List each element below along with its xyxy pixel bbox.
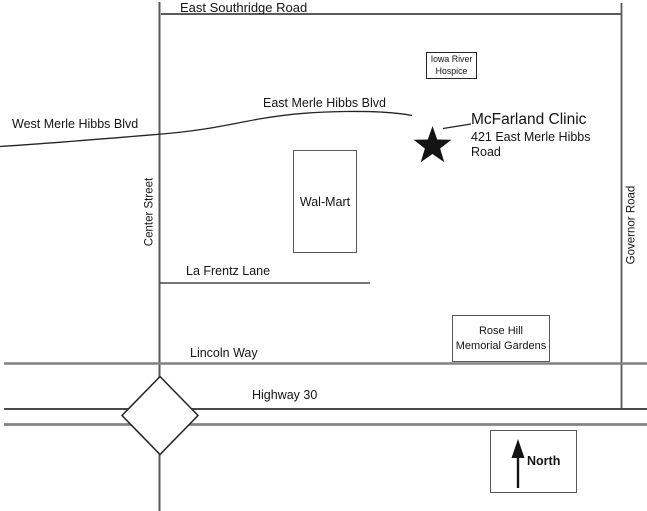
road-label-lincoln-way: Lincoln Way <box>190 346 258 360</box>
hospice-label-line2: Hospice <box>435 65 468 76</box>
north-arrow-icon <box>511 439 525 458</box>
compass-north-label: North <box>527 454 561 468</box>
road-label-center-street: Center Street <box>143 177 156 247</box>
place-box-rose-hill-memorial-gardens: Rose Hill Memorial Gardens <box>452 315 550 362</box>
clinic-name: McFarland Clinic <box>471 111 587 128</box>
road-label-highway-30: Highway 30 <box>252 388 318 402</box>
compass-box <box>490 430 577 493</box>
location-star-icon <box>413 126 452 163</box>
highway-interchange-diamond-icon <box>120 375 200 456</box>
clinic-address-line1: 421 East Merle Hibbs <box>471 130 591 144</box>
merle-hibbs-blvd-line <box>0 110 413 148</box>
clinic-address-line2: Road <box>471 145 501 159</box>
rose-hill-label-line1: Rose Hill <box>478 324 523 337</box>
place-box-iowa-river-hospice: Iowa River Hospice <box>426 52 477 79</box>
clinic-leader-line <box>442 123 472 130</box>
road-label-east-merle-hibbs: East Merle Hibbs Blvd <box>263 96 386 110</box>
road-label-west-merle-hibbs: West Merle Hibbs Blvd <box>12 117 139 131</box>
road-label-governor-road: Governor Road <box>625 185 638 265</box>
road-label-la-frentz-lane: La Frentz Lane <box>186 264 271 278</box>
hospice-label-line1: Iowa River <box>430 54 473 65</box>
road-label-east-southridge: East Southridge Road <box>180 0 308 15</box>
walmart-label: Wal-Mart <box>299 194 351 209</box>
place-box-walmart: Wal-Mart <box>293 150 357 253</box>
rose-hill-label-line2: Memorial Gardens <box>455 339 547 352</box>
